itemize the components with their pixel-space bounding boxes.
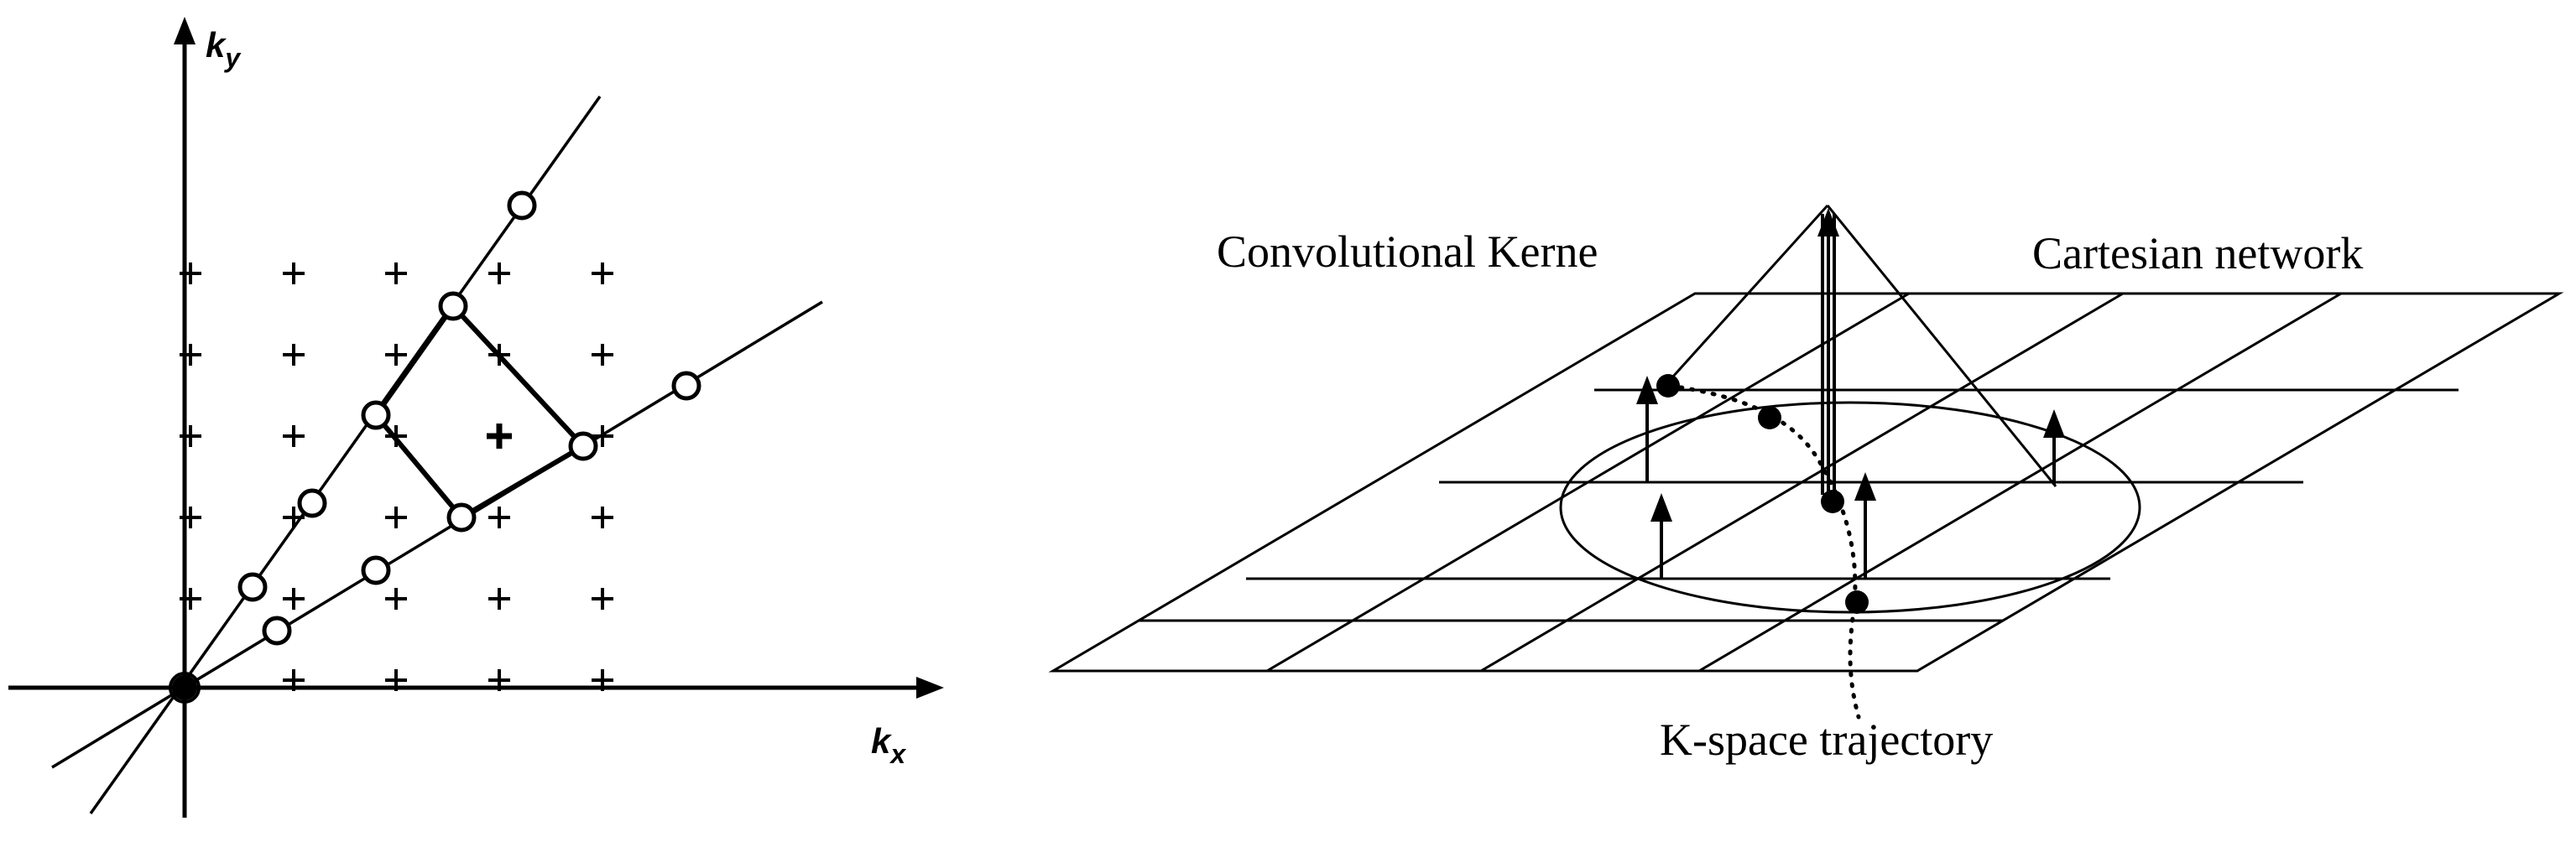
grid-point-plus — [592, 669, 613, 691]
grid-point-plus — [283, 588, 305, 610]
y-axis-arrowhead — [174, 17, 196, 44]
cartesian-grid-points — [180, 262, 613, 691]
trajectory-sample-circle — [507, 190, 537, 221]
grid-point-plus — [283, 669, 305, 691]
trajectory-samples — [237, 190, 701, 646]
trajectory-line-shallow — [51, 300, 823, 769]
grid-row-lines — [1139, 388, 2459, 622]
x-axis-label: kx — [871, 721, 906, 769]
grid-point-plus — [180, 588, 201, 610]
grid-point-plus — [385, 262, 407, 284]
grid-point-plus — [180, 507, 201, 528]
trajectory-sample-circle — [568, 431, 598, 461]
grid-point-plus — [592, 344, 613, 366]
grid-point-plus — [488, 262, 510, 284]
label-convolutional-kernel: Convolutional Kerne — [1217, 226, 1598, 277]
grid-point-plus — [385, 344, 407, 366]
grid-point-plus — [283, 344, 305, 366]
grid-point-plus — [385, 588, 407, 610]
k-space-trajectory-path — [1667, 383, 1861, 720]
trajectory-sample-circle — [361, 400, 391, 430]
grid-point-plus — [180, 344, 201, 366]
grid-point-plus — [180, 425, 201, 447]
grid-point-plus — [592, 507, 613, 528]
grid-point-plus — [592, 425, 613, 447]
grid-point-plus — [385, 669, 407, 691]
kernel-cone-edge-right — [1826, 205, 2057, 487]
grid-point-plus — [488, 507, 510, 528]
trajectory-sample-circle — [446, 502, 477, 533]
x-axis-arrowhead — [916, 677, 944, 699]
trajectory-sample-circle — [361, 555, 391, 585]
label-k-space-trajectory: K-space trajectory — [1660, 715, 1993, 765]
grid-point-plus — [488, 588, 510, 610]
grid-point-plus — [283, 262, 305, 284]
interpolation-neighborhood — [373, 302, 587, 521]
trajectory-sample-circle — [297, 488, 327, 518]
trajectory-sample-circle — [671, 371, 701, 401]
trajectory-sample-circle — [262, 616, 292, 646]
kernel-weight-arrows — [1636, 208, 2065, 579]
trajectory-sample-circle — [438, 291, 468, 321]
grid-point-plus — [180, 262, 201, 284]
grid-point-plus — [592, 262, 613, 284]
label-cartesian-network: Cartesian network — [2032, 228, 2363, 278]
kernel-footprint-ellipse — [1559, 401, 2141, 614]
origin-ring — [169, 672, 201, 704]
center-grid-point — [487, 424, 512, 449]
right-diagram — [1048, 204, 2564, 720]
grid-point-plus — [592, 588, 613, 610]
trajectory-sample-circle — [237, 572, 268, 602]
grid-column-lines — [1266, 292, 2342, 673]
grid-point-plus — [283, 507, 305, 528]
grid-point-plus — [385, 507, 407, 528]
grid-point-plus — [283, 425, 305, 447]
trajectory-sample-dots — [1656, 374, 1869, 614]
left-diagram — [8, 17, 944, 818]
y-axis-label: ky — [206, 25, 242, 73]
grid-point-plus — [488, 669, 510, 691]
kernel-cone-edge-left — [1671, 204, 1829, 379]
cartesian-grid-plane — [1048, 292, 2564, 673]
origin-point — [172, 675, 197, 700]
